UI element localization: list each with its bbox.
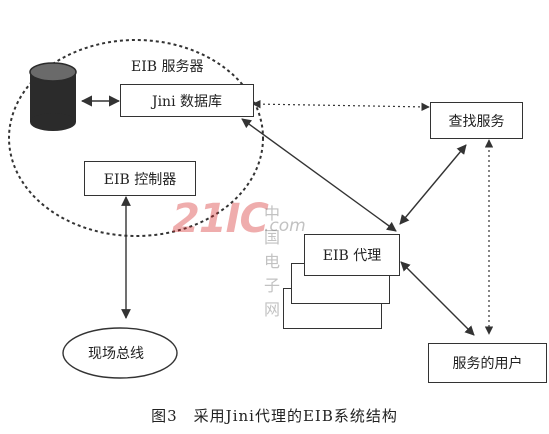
server-label: EIB 服务器 (131, 59, 204, 75)
lookup-node: 查找服务 (430, 102, 523, 139)
arrow-lookup-proxy (399, 144, 467, 225)
user-label: 服务的用户 (452, 356, 523, 372)
proxy-node: EIB 代理 (304, 234, 400, 276)
arrow-jini-lookup (252, 99, 430, 112)
field-bus-label: 现场总线 (88, 346, 144, 362)
arrow-jini-proxy (241, 118, 397, 232)
arrow-proxy-user (400, 261, 475, 336)
jini-db-node: Jini 数据库 (120, 84, 254, 117)
lookup-label: 查找服务 (448, 113, 505, 130)
controller-label: EIB 控制器 (103, 171, 177, 188)
jini-db-label: Jini 数据库 (151, 93, 223, 110)
database-icon (29, 62, 77, 131)
user-node: 服务的用户 (428, 343, 547, 383)
field-bus-node (62, 327, 178, 379)
figure-caption: 图3 采用Jini代理的EIB系统结构 (151, 407, 398, 425)
proxy-label: EIB 代理 (322, 248, 382, 264)
controller-node: EIB 控制器 (84, 161, 196, 196)
